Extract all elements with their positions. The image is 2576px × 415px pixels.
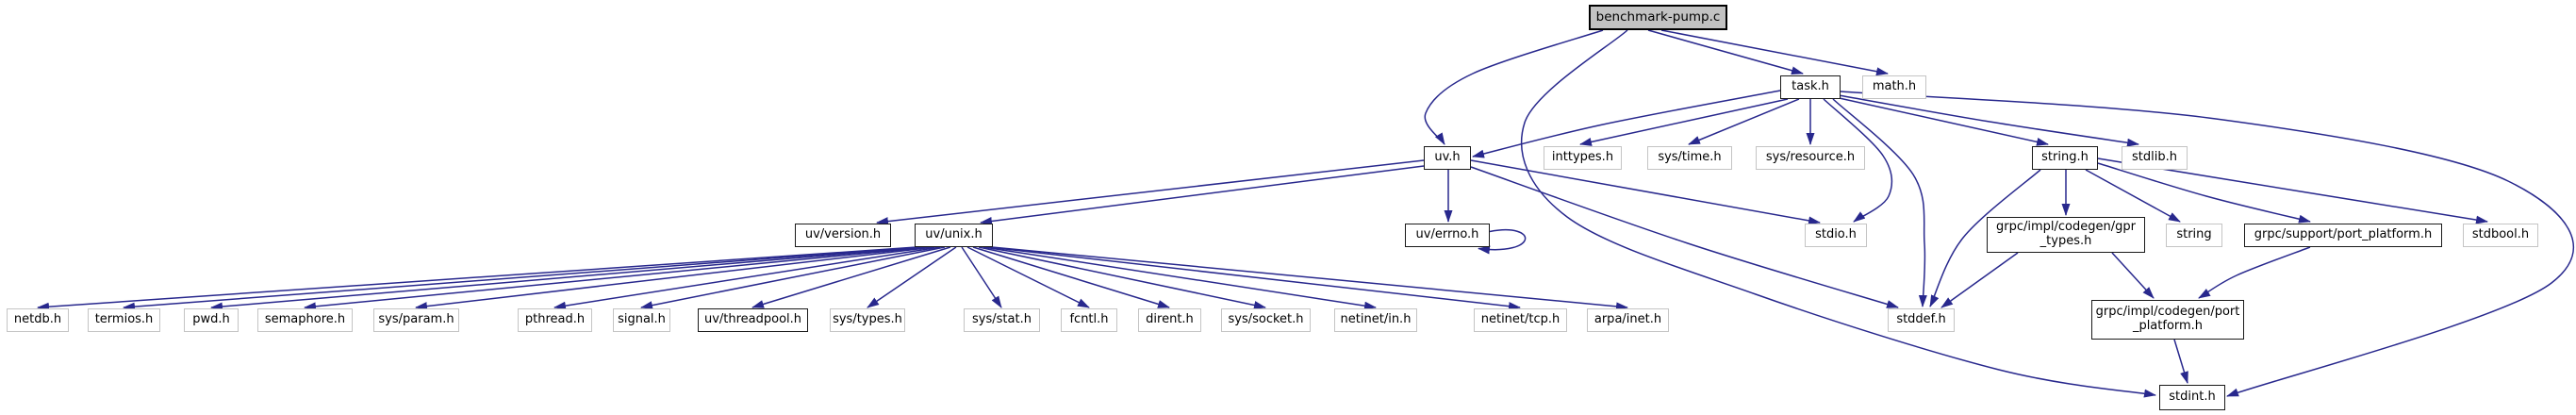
edge-uv-unix-h-to-sys-param-h <box>415 246 935 311</box>
graph-node-netinet-in-h: netinet/in.h <box>1334 308 1417 332</box>
graph-node-netdb-h: netdb.h <box>7 308 69 332</box>
edge-uv-unix-h-to-pthread-h <box>553 246 941 310</box>
graph-node-stdbool-h: stdbool.h <box>2463 224 2538 247</box>
graph-node-stdlib-h: stdlib.h <box>2122 146 2188 170</box>
graph-node-inttypes-h: inttypes.h <box>1544 146 1622 170</box>
graph-node-stdio-h: stdio.h <box>1805 224 1867 247</box>
graph-node-benchmark-pump-c[interactable]: benchmark-pump.c <box>1589 5 1727 30</box>
edge-uv-unix-h-to-pwd-h <box>210 246 926 311</box>
edge-uv-unix-h-to-termios-h <box>123 246 921 311</box>
edge-benchmark-pump-c-to-stdint-h <box>1521 29 2156 398</box>
graph-node-dirent-h: dirent.h <box>1138 308 1201 332</box>
edge-task-h-to-stdint-h <box>1840 91 2574 397</box>
graph-node-pwd-h: pwd.h <box>184 308 239 332</box>
graph-node-uv-threadpool-h[interactable]: uv/threadpool.h <box>698 308 808 332</box>
graph-node-semaphore-h: semaphore.h <box>257 308 353 332</box>
edge-uv-unix-h-to-arpa-inet-h <box>991 246 1628 311</box>
graph-node-string: string <box>2166 224 2222 247</box>
edge-uv-unix-h-to-fcntl-h <box>966 246 1090 308</box>
edge-uv-h-to-uv-unix-h <box>980 165 1425 225</box>
edge-uv-unix-h-to-dirent-h <box>972 246 1170 308</box>
edge-uv-unix-h-to-netinet-in-h <box>983 246 1377 310</box>
edge-string-h-to-stddef-h <box>1929 169 2041 307</box>
edge-uv-unix-h-to-netdb-h <box>37 246 917 311</box>
graph-node-task-h[interactable]: task.h <box>1780 75 1841 99</box>
edge-task-h-to-string-h <box>1834 96 2049 146</box>
graph-node-sys-param-h: sys/param.h <box>373 308 459 332</box>
edge-benchmark-pump-c-to-math-h <box>1660 29 1889 76</box>
edge-grpc-impl-codegen-gpr-types-h-to-stddef-h <box>1940 252 2019 308</box>
edge-task-h-to-uv-h <box>1472 90 1781 158</box>
edge-grpc-impl-codegen-port-platform-h-to-stdint-h <box>2173 339 2188 384</box>
graph-node-uv-unix-h[interactable]: uv/unix.h <box>915 224 993 247</box>
graph-node-string-h[interactable]: string.h <box>2032 146 2098 170</box>
edge-grpc-support-port-platform-h-to-grpc-impl-codegen-port-platform-h <box>2198 246 2311 299</box>
edge-benchmark-pump-c-to-uv-h <box>1424 29 1604 145</box>
graph-node-sys-stat-h: sys/stat.h <box>964 308 1040 332</box>
graph-node-grpc-impl-codegen-port-platform-h[interactable]: grpc/impl/codegen/port _platform.h <box>2091 300 2244 340</box>
edge-task-h-to-stdio-h <box>1823 98 1893 223</box>
edge-string-h-to-grpc-support-port-platform-h <box>2097 162 2311 224</box>
edge-task-h-to-stdlib-h <box>1838 94 2139 147</box>
edge-benchmark-pump-c-to-task-h <box>1647 29 1804 75</box>
edge-uv-unix-h-to-uv-threadpool-h <box>751 246 951 308</box>
graph-node-uv-h[interactable]: uv.h <box>1424 146 1471 170</box>
edge-uv-h-to-stddef-h <box>1470 166 1899 308</box>
edge-uv-unix-h-to-sys-types-h <box>867 246 957 308</box>
graph-node-stddef-h: stddef.h <box>1888 308 1955 332</box>
graph-node-grpc-support-port-platform-h[interactable]: grpc/support/port_platform.h <box>2244 224 2442 247</box>
graph-node-sys-types-h: sys/types.h <box>830 308 905 332</box>
graph-node-uv-version-h[interactable]: uv/version.h <box>795 224 891 247</box>
graph-node-uv-errno-h[interactable]: uv/errno.h <box>1405 224 1490 247</box>
graph-node-netinet-tcp-h: netinet/tcp.h <box>1474 308 1567 332</box>
edge-task-h-to-inttypes-h <box>1579 98 1789 146</box>
edge-uv-errno-h-to-uv-errno-h <box>1478 229 1527 255</box>
edge-uv-unix-h-to-semaphore-h <box>304 246 931 311</box>
graph-node-stdint-h[interactable]: stdint.h <box>2159 385 2225 410</box>
edge-grpc-impl-codegen-gpr-types-h-to-grpc-impl-codegen-port-platform-h <box>2111 252 2155 299</box>
edge-uv-unix-h-to-signal-h <box>640 246 946 310</box>
graph-node-pthread-h: pthread.h <box>518 308 592 332</box>
edge-uv-h-to-uv-version-h <box>876 159 1425 226</box>
edge-uv-h-to-stdio-h <box>1470 159 1821 225</box>
edge-uv-unix-h-to-sys-stat-h <box>961 246 1002 308</box>
graph-node-grpc-impl-codegen-gpr-types-h[interactable]: grpc/impl/codegen/gpr _types.h <box>1987 217 2145 253</box>
edge-task-h-to-stddef-h <box>1832 98 1927 307</box>
edge-uv-unix-h-to-sys-socket-h <box>978 246 1266 309</box>
graph-node-arpa-inet-h: arpa/inet.h <box>1587 308 1669 332</box>
edge-task-h-to-sys-time-h <box>1688 98 1800 145</box>
edge-string-h-to-string <box>2085 169 2181 223</box>
graph-node-fcntl-h: fcntl.h <box>1061 308 1117 332</box>
edge-uv-unix-h-to-netinet-tcp-h <box>987 246 1521 311</box>
graph-node-termios-h: termios.h <box>88 308 160 332</box>
graph-node-sys-resource-h: sys/resource.h <box>1756 146 1865 170</box>
graph-node-sys-socket-h: sys/socket.h <box>1221 308 1311 332</box>
graph-node-math-h: math.h <box>1862 75 1926 99</box>
graph-node-signal-h: signal.h <box>613 308 670 332</box>
graph-node-sys-time-h: sys/time.h <box>1647 146 1732 170</box>
